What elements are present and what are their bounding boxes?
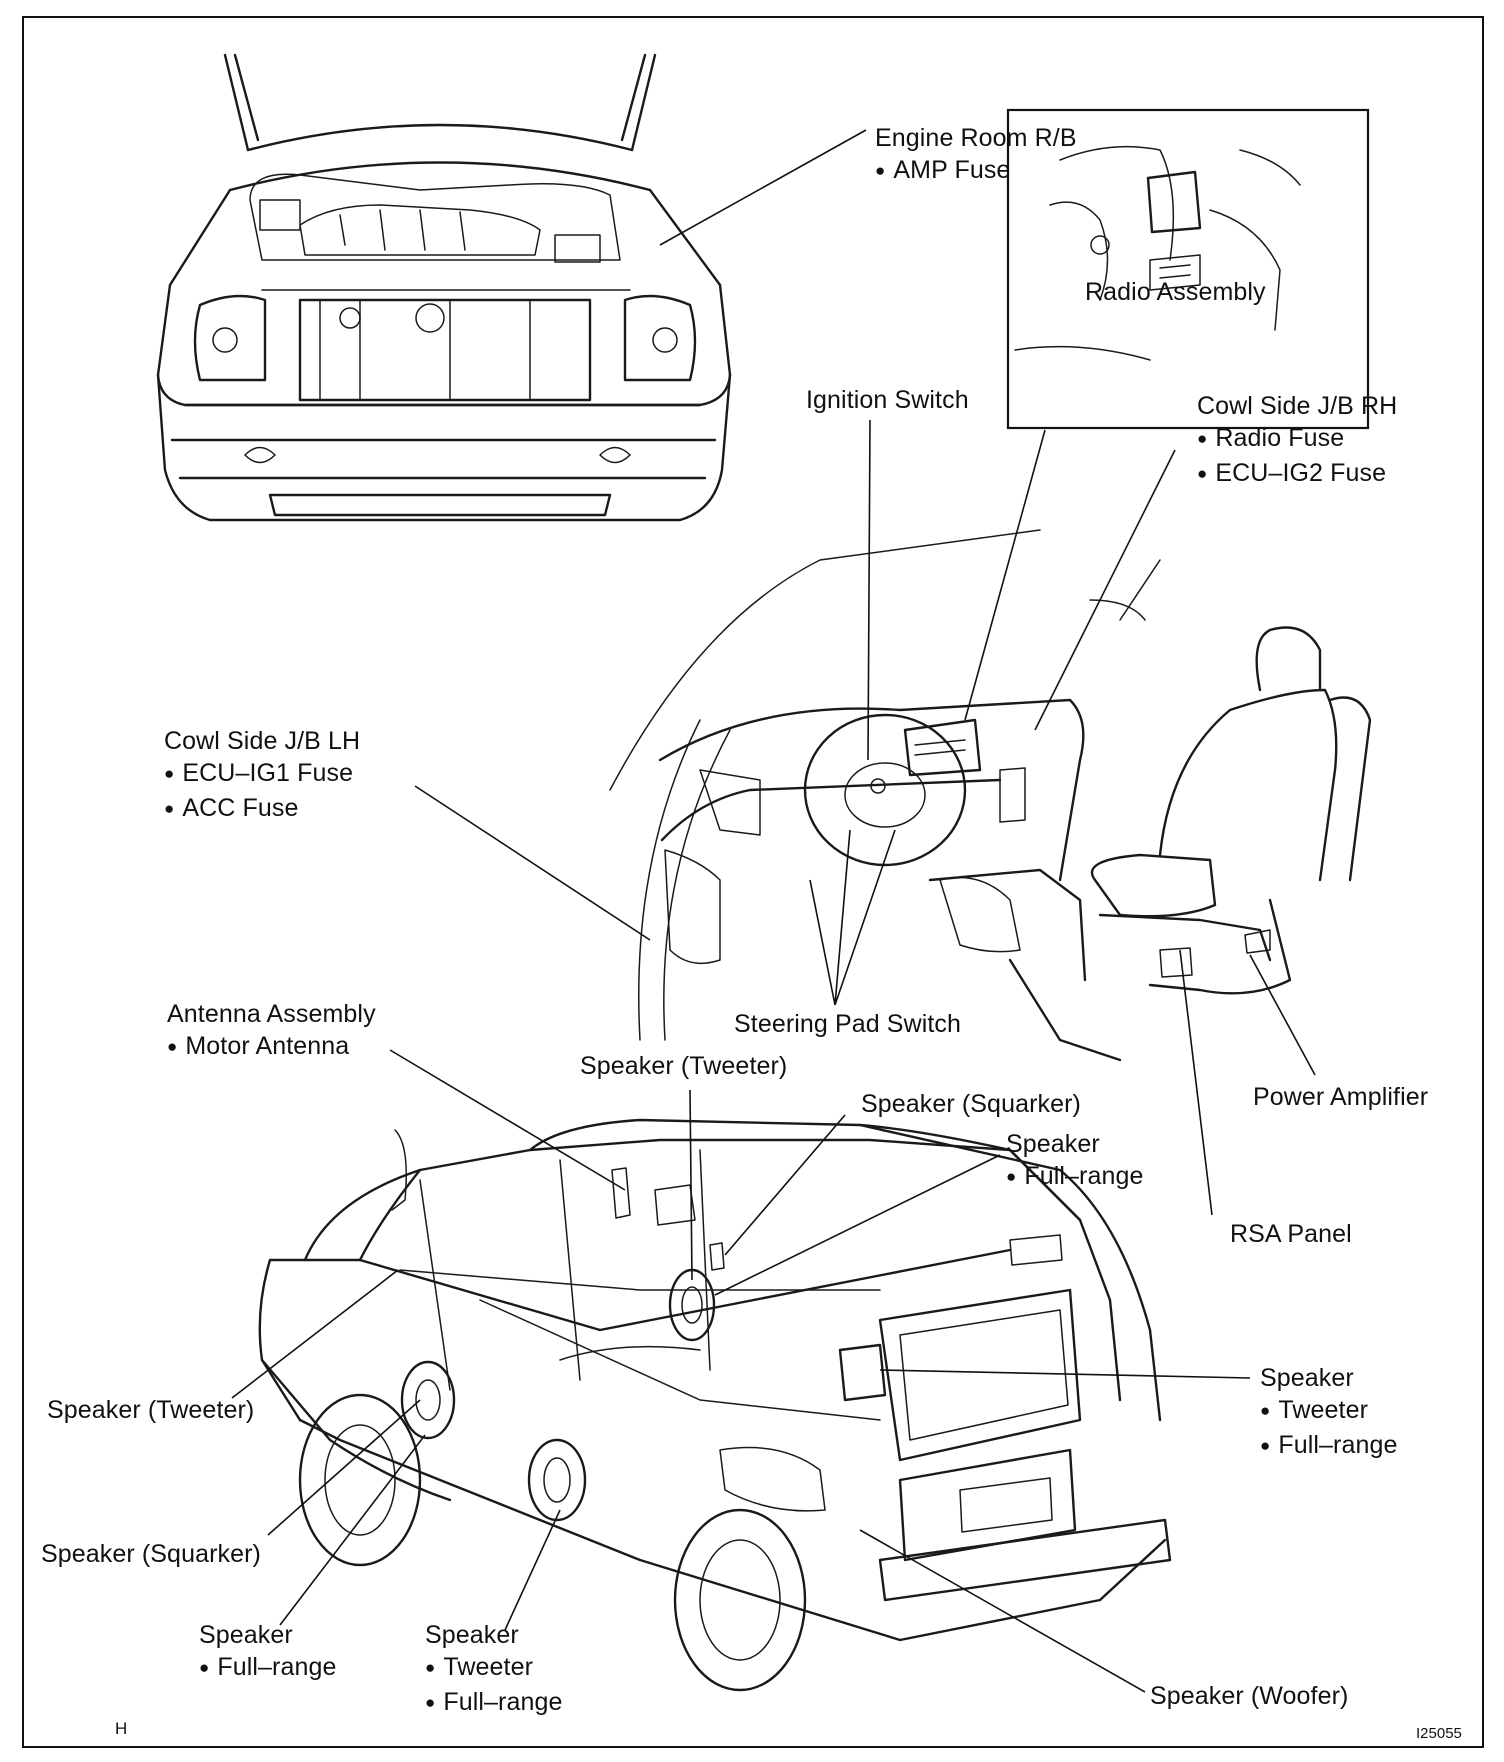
speaker-fullrange-top-title: Speaker xyxy=(1006,1130,1100,1158)
cowl-side-rh-item-2: ECU–IG2 Fuse xyxy=(1197,457,1397,492)
power-amplifier-title: Power Amplifier xyxy=(1253,1083,1429,1111)
front-vehicle-hood-open xyxy=(156,53,732,522)
speaker-fullrange-top-item: Full–range xyxy=(1006,1160,1144,1195)
label-steering-pad-switch: Steering Pad Switch xyxy=(734,1008,961,1040)
speaker-tweeter-top-title: Speaker (Tweeter) xyxy=(580,1052,788,1080)
speaker-tweeter-fullrange-bottom-title: Speaker xyxy=(425,1621,519,1649)
label-speaker-tweeter-fullrange-bottom: Speaker Tweeter Full–range xyxy=(425,1619,563,1721)
label-radio-assembly: Radio Assembly xyxy=(1085,276,1266,308)
cowl-side-lh-item-2: ACC Fuse xyxy=(164,792,360,827)
radio-inset xyxy=(1006,108,1370,430)
antenna-assembly-item: Motor Antenna xyxy=(167,1030,376,1065)
antenna-assembly-title: Antenna Assembly xyxy=(167,1000,376,1028)
diagram-frame xyxy=(22,16,1484,1748)
cowl-side-lh-title: Cowl Side J/B LH xyxy=(164,727,361,755)
engine-room-rb-title: Engine Room R/B xyxy=(875,124,1077,152)
steering-pad-switch-title: Steering Pad Switch xyxy=(734,1010,962,1038)
figure-id: I25055 xyxy=(1416,1725,1462,1742)
label-cowl-side-jb-rh: Cowl Side J/B RH Radio Fuse ECU–IG2 Fuse xyxy=(1197,390,1397,492)
corner-mark-bottom-left: H xyxy=(115,1719,128,1738)
label-power-amplifier: Power Amplifier xyxy=(1253,1081,1428,1113)
cowl-side-rh-item-1: Radio Fuse xyxy=(1197,422,1397,457)
speaker-fullrange-bottom-item: Full–range xyxy=(199,1651,337,1686)
speaker-tweeter-fullrange-bottom-item-1: Tweeter xyxy=(425,1651,563,1686)
label-rsa-panel: RSA Panel xyxy=(1230,1218,1352,1250)
label-speaker-fullrange-top: Speaker Full–range xyxy=(1006,1128,1144,1195)
label-ignition-switch: Ignition Switch xyxy=(806,384,969,416)
speaker-squarker-left-title: Speaker (Squarker) xyxy=(41,1540,261,1568)
label-cowl-side-jb-lh: Cowl Side J/B LH ECU–IG1 Fuse ACC Fuse xyxy=(164,725,360,827)
speaker-tweeter-fullrange-bottom-item-2: Full–range xyxy=(425,1686,563,1721)
label-speaker-woofer: Speaker (Woofer) xyxy=(1150,1680,1348,1712)
engine-room-rb-item: AMP Fuse xyxy=(875,154,1077,189)
cabin-interior xyxy=(609,529,1372,1062)
speaker-tweeter-left-title: Speaker (Tweeter) xyxy=(47,1396,255,1424)
speaker-squarker-top-title: Speaker (Squarker) xyxy=(861,1090,1081,1118)
label-speaker-fullrange-bottom: Speaker Full–range xyxy=(199,1619,337,1686)
speaker-rear-right-item-1: Tweeter xyxy=(1260,1394,1398,1429)
cowl-side-lh-item-1: ECU–IG1 Fuse xyxy=(164,757,360,792)
label-speaker-squarker-left: Speaker (Squarker) xyxy=(41,1538,261,1570)
speaker-woofer-title: Speaker (Woofer) xyxy=(1150,1682,1349,1710)
label-speaker-squarker-top: Speaker (Squarker) xyxy=(861,1088,1081,1120)
label-engine-room-rb: Engine Room R/B AMP Fuse xyxy=(875,122,1077,189)
ignition-switch-title: Ignition Switch xyxy=(806,386,969,414)
label-antenna-assembly: Antenna Assembly Motor Antenna xyxy=(167,998,376,1065)
label-speaker-tweeter-top: Speaker (Tweeter) xyxy=(580,1050,787,1082)
label-speaker-tweeter-left: Speaker (Tweeter) xyxy=(47,1394,254,1426)
leader-lines xyxy=(231,129,1316,1693)
rsa-panel-title: RSA Panel xyxy=(1230,1220,1352,1248)
label-speaker-rear-right: Speaker Tweeter Full–range xyxy=(1260,1362,1398,1464)
speaker-fullrange-bottom-title: Speaker xyxy=(199,1621,293,1649)
radio-assembly-title: Radio Assembly xyxy=(1085,278,1266,306)
cowl-side-rh-title: Cowl Side J/B RH xyxy=(1197,392,1398,420)
suv-ghost-view xyxy=(258,1118,1172,1692)
speaker-rear-right-item-2: Full–range xyxy=(1260,1429,1398,1464)
speaker-rear-right-title: Speaker xyxy=(1260,1364,1354,1392)
